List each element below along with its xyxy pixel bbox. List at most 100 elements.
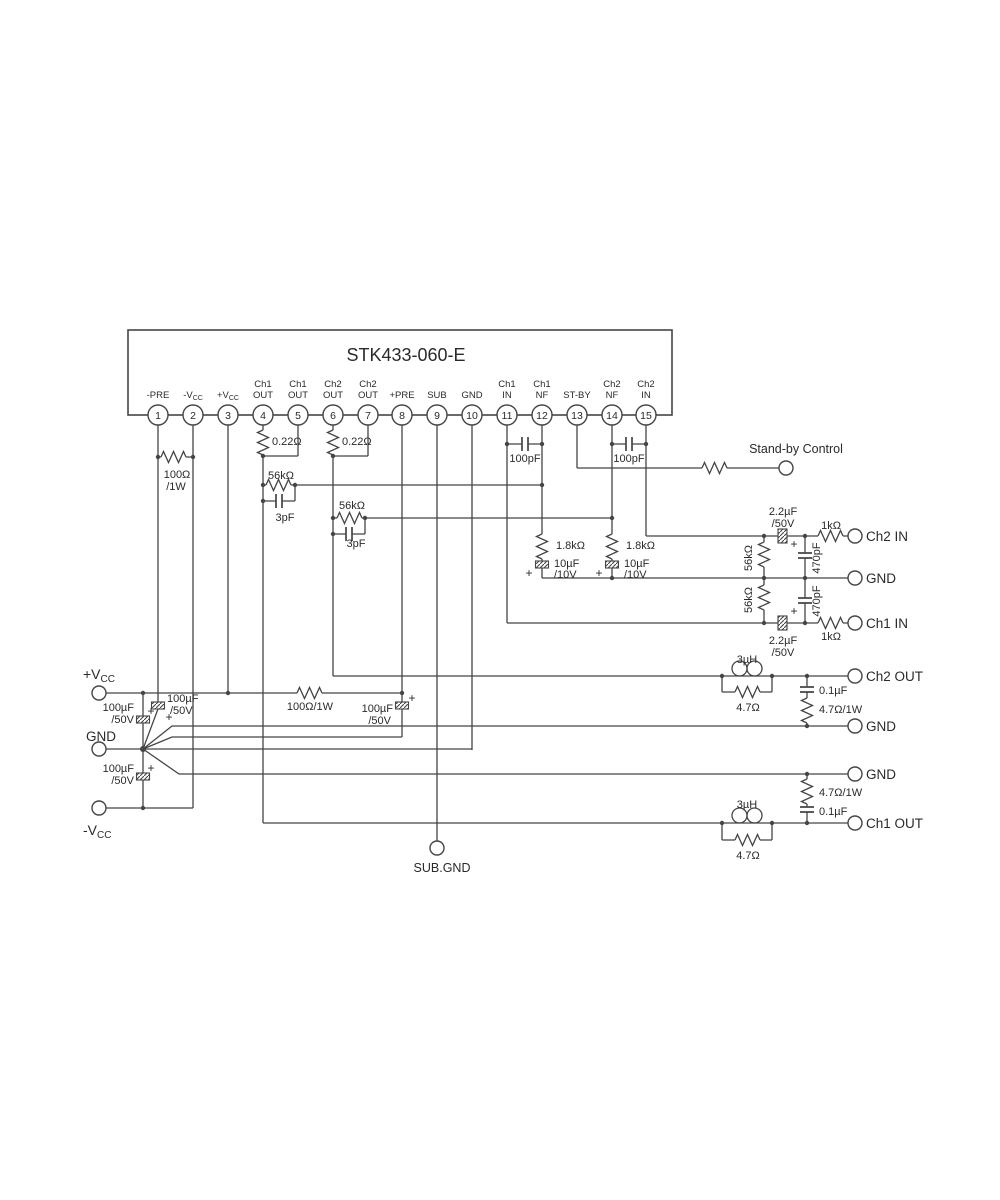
pin-label-top: Ch2 bbox=[324, 379, 341, 390]
junction-dot bbox=[802, 620, 808, 626]
cap-zobel-ch1-plates bbox=[800, 806, 814, 813]
pin-label: SUB bbox=[427, 390, 447, 401]
label-terminal-gndin: GND bbox=[866, 571, 896, 586]
terminal-vcc-neg bbox=[91, 800, 107, 816]
junction-dot bbox=[761, 575, 767, 581]
label-terminal-gnd-ch1out: GND bbox=[866, 767, 896, 782]
junction-dot bbox=[761, 533, 767, 539]
label-incap-ch2: 2.2µF bbox=[769, 506, 798, 518]
cap-zobel-ch2-plates bbox=[800, 686, 814, 693]
terminals bbox=[91, 460, 863, 856]
junction-dot bbox=[330, 531, 336, 537]
pin-label-top: Ch1 bbox=[498, 379, 515, 390]
label-incap-ch1: 2.2µF bbox=[769, 635, 798, 647]
pin-label: NF bbox=[606, 390, 619, 401]
resistor-series-ch2in bbox=[817, 528, 844, 544]
junction-dot bbox=[260, 482, 266, 488]
label-damp-ch1: 4.7Ω bbox=[736, 850, 760, 862]
label-pre-resistor-watt: /1W bbox=[166, 481, 186, 493]
resistor-feedback-ch1 bbox=[265, 477, 292, 493]
plus-cap-prepos: + bbox=[408, 691, 415, 705]
resistor-pre-filter bbox=[158, 449, 193, 465]
cap-pre-pos bbox=[394, 701, 410, 710]
pin-number: 1 bbox=[155, 410, 161, 422]
wire-pin7 bbox=[333, 425, 369, 457]
junction-dot bbox=[804, 673, 810, 679]
junction-dot bbox=[292, 482, 298, 488]
junction-dot bbox=[609, 575, 615, 581]
label-cap-supplypos-volt: /50V bbox=[111, 714, 134, 726]
cap-supply-pos bbox=[135, 715, 151, 724]
pin-number: 15 bbox=[640, 410, 652, 422]
junction-dots bbox=[140, 441, 810, 826]
pin-number: 11 bbox=[502, 410, 513, 422]
ic-pin-3: +VCC 3 bbox=[217, 390, 239, 426]
label-series-ch1: 1kΩ bbox=[821, 631, 841, 643]
terminal-ch2-out bbox=[847, 668, 863, 684]
resistor-series-ch1in bbox=[817, 615, 844, 631]
pin-number: 10 bbox=[466, 410, 478, 422]
resistor-standby bbox=[701, 460, 728, 476]
junction-dot bbox=[769, 673, 775, 679]
wire-fbcap-ch2 bbox=[333, 518, 366, 535]
junction-dot bbox=[804, 820, 810, 826]
label-inductor-ch2: 3µH bbox=[737, 654, 757, 666]
terminal-gnd-left bbox=[91, 741, 107, 757]
wire-pin1-cap-diag bbox=[142, 708, 159, 750]
wires bbox=[106, 425, 848, 841]
label-bias-ch2: 56kΩ bbox=[743, 545, 755, 571]
label-emitter-ch2: 0.22Ω bbox=[342, 436, 372, 448]
label-gnd-left: GND bbox=[86, 729, 116, 744]
pin-number: 8 bbox=[399, 410, 405, 422]
resistor-bias-ch1 bbox=[756, 584, 772, 611]
label-nf-resistor-ch2: 1.8kΩ bbox=[626, 540, 655, 552]
junction-dot bbox=[802, 575, 808, 581]
terminal-sub-gnd bbox=[429, 840, 445, 856]
resistor-vcc-drop bbox=[296, 685, 323, 701]
label-fbcap-ch1: 3pF bbox=[276, 512, 295, 524]
label-comp-ch2: 100pF bbox=[613, 453, 644, 465]
label-cap-prepos-volt: /50V bbox=[368, 715, 391, 727]
resistor-nf-ch1 bbox=[534, 533, 550, 560]
junction-dot bbox=[362, 515, 368, 521]
cap-fb-ch1-plates bbox=[275, 494, 283, 508]
terminal-gnd-ch1out bbox=[847, 766, 863, 782]
junction-dot bbox=[643, 441, 649, 447]
junction-dot bbox=[761, 620, 767, 626]
pin-label: NF bbox=[536, 390, 549, 401]
terminal-gnd-in bbox=[847, 570, 863, 586]
plus-cap-supplyneg: + bbox=[147, 761, 154, 775]
capacitor-symbols bbox=[135, 437, 814, 813]
junction-dot bbox=[140, 690, 146, 696]
resistor-damp-ch2 bbox=[734, 684, 761, 700]
label-nf-cap-ch1: 10µF bbox=[554, 558, 580, 570]
pin-label: OUT bbox=[288, 390, 308, 401]
resistor-zobel-ch2 bbox=[799, 697, 815, 724]
pin-label-top: Ch1 bbox=[289, 379, 306, 390]
pin-number: 3 bbox=[225, 410, 231, 422]
ic-pins: -PRE1-VCC2+VCC3Ch1OUT4Ch1OUT5Ch2OUT6Ch2O… bbox=[147, 379, 657, 426]
junction-dot bbox=[802, 533, 808, 539]
pin-number: 13 bbox=[571, 410, 583, 422]
plus-cap-preneg: + bbox=[165, 710, 172, 724]
pin-label: +VCC bbox=[217, 390, 239, 402]
label-nf-cap-ch1-volt: /10V bbox=[554, 569, 577, 581]
resistor-emitter-ch1 bbox=[255, 429, 271, 456]
label-series-ch2: 1kΩ bbox=[821, 520, 841, 532]
junction-dot bbox=[539, 482, 545, 488]
label-filter-ch2: 470pF bbox=[811, 542, 823, 573]
wire-gnd-ch2out bbox=[142, 725, 848, 750]
label-vcc-drop: 100Ω/1W bbox=[287, 701, 334, 713]
label-nf-cap-ch2-volt: /10V bbox=[624, 569, 647, 581]
label-cap-preneg-volt: /50V bbox=[170, 705, 193, 717]
junction-dot bbox=[504, 441, 510, 447]
ic-outline bbox=[127, 329, 673, 416]
